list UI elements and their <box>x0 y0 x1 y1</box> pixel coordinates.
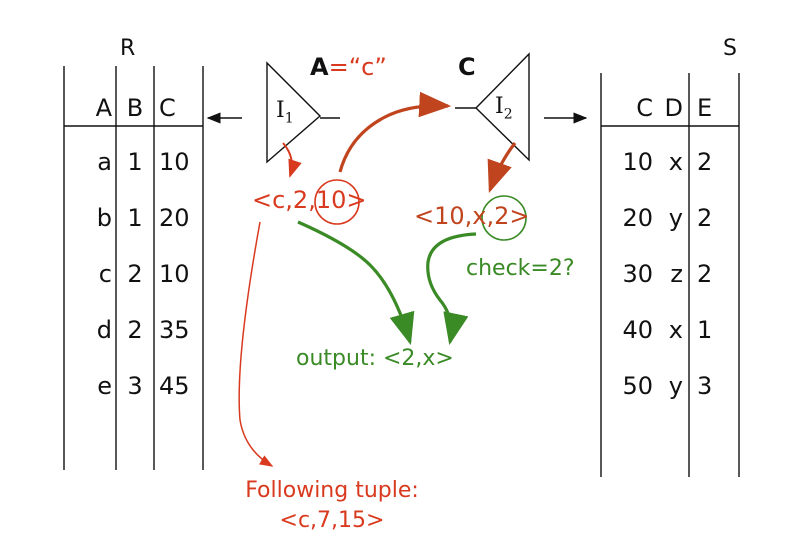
relation-r-cell: 1 <box>127 204 143 232</box>
selection-condition: A=“c” <box>310 55 387 79</box>
check-label: check=2? <box>466 256 575 281</box>
relation-r-header: A <box>95 94 112 122</box>
relation-s-header: C <box>636 94 653 122</box>
following-tuple-value: <c,7,15> <box>279 508 385 533</box>
relation-r-cell: 20 <box>159 204 190 232</box>
relation-r-cell: 3 <box>127 372 143 400</box>
tuple-r-to-i2-arrow <box>338 91 452 173</box>
relation-r-cell: 45 <box>159 372 190 400</box>
relation-s-cell: x <box>668 148 683 176</box>
following-tuple-label: Following tuple: <box>245 478 419 503</box>
relation-r-cell: 2 <box>127 260 143 288</box>
relation-s-cell: z <box>670 260 683 288</box>
relation-s-cell: y <box>668 204 683 232</box>
relation-s-cell: 20 <box>622 204 653 232</box>
relation-r-cell: 35 <box>159 316 190 344</box>
index2-key-attribute: C <box>458 53 476 81</box>
b-value-to-output-arrow <box>297 220 415 346</box>
relation-r-cell: b <box>96 204 112 232</box>
relation-s-cell: 40 <box>622 316 653 344</box>
relation-r-name: R <box>120 36 136 61</box>
relation-r-cell: e <box>97 372 112 400</box>
tuple-r: <c,2,10> <box>252 186 367 214</box>
selection-value: =“c” <box>328 53 387 81</box>
relation-r-cell: a <box>97 148 112 176</box>
following-tuple-arrow <box>238 221 274 467</box>
relation-s-cell: 2 <box>697 260 713 288</box>
index1-label: I1 <box>276 98 294 127</box>
i1-to-tuple-r-arrow <box>282 142 302 178</box>
relation-r-cell: 10 <box>159 260 190 288</box>
relation-s-header: E <box>697 94 713 122</box>
relation-s-cell: x <box>668 316 683 344</box>
relation-s-cell: 2 <box>697 204 713 232</box>
relation-r-table-lines <box>63 66 204 470</box>
index2-label: I2 <box>495 94 513 123</box>
relation-s-name: S <box>723 36 737 61</box>
output-label: output: <2,x> <box>296 346 454 371</box>
relation-s-cell: 2 <box>697 148 713 176</box>
relation-r-header: B <box>126 94 144 122</box>
index1-triangle <box>266 61 322 164</box>
relation-r-cell: 10 <box>159 148 190 176</box>
d-value-to-output-arrow <box>426 232 477 346</box>
index1-letter: I <box>276 98 285 123</box>
relation-s-table-lines <box>600 73 740 477</box>
i2-to-tuple-s-arrow <box>487 142 517 194</box>
index1-subscript: 1 <box>284 110 294 127</box>
check-value-circle-s <box>481 195 527 241</box>
index2-subscript: 2 <box>503 106 513 123</box>
join-value-circle-r <box>314 179 360 225</box>
tuple-s: <10,x,2> <box>414 202 530 230</box>
selection-attribute: A <box>310 53 329 81</box>
relation-s-cell: 50 <box>622 372 653 400</box>
relation-s-cell: y <box>668 372 683 400</box>
relation-r-header: C <box>159 94 176 122</box>
relation-s-header: D <box>664 94 683 122</box>
relation-r-cell: 2 <box>127 316 143 344</box>
relation-s-cell: 30 <box>622 260 653 288</box>
relation-r-cell: 1 <box>127 148 143 176</box>
relation-s-cell: 1 <box>697 316 713 344</box>
relation-r-cell: c <box>98 260 112 288</box>
index2-letter: I <box>495 94 504 119</box>
relation-s-cell: 10 <box>622 148 653 176</box>
index2-triangle <box>475 52 530 162</box>
relation-s-cell: 3 <box>697 372 713 400</box>
relation-r-cell: d <box>96 316 112 344</box>
